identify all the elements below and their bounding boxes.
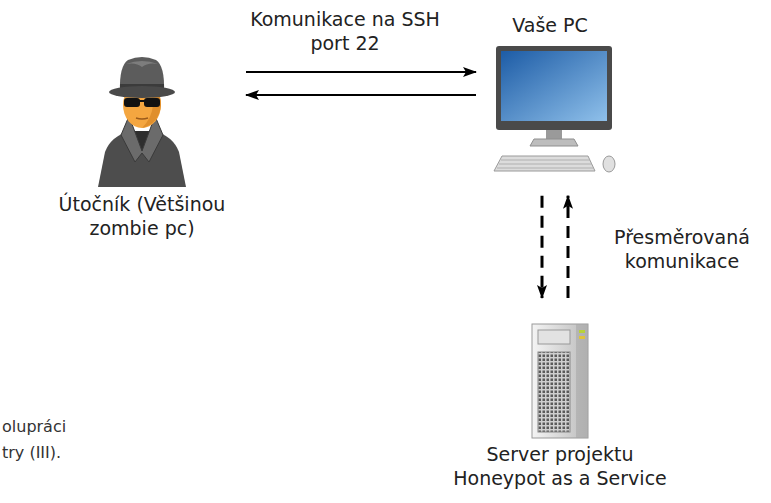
- arrow-line: [246, 94, 476, 96]
- illustration-part: [109, 86, 175, 98]
- connector-label: Komunikace na SSH port 22: [240, 8, 450, 56]
- illustration-part: [138, 100, 146, 102]
- illustration-part: [538, 330, 570, 344]
- illustration-part: [136, 118, 148, 119]
- attacker-icon: [92, 52, 192, 187]
- server-icon: [530, 322, 590, 440]
- node-label: Útočník (Většinou zombie pc): [42, 193, 242, 241]
- illustration-part: [501, 51, 607, 121]
- illustration-part: [532, 324, 588, 438]
- computer-icon: [490, 46, 620, 176]
- cropped-text: olupráci: [2, 417, 66, 436]
- icon-node: Vaše PC: [480, 14, 620, 172]
- illustration-part: [497, 160, 593, 168]
- icon-node: Útočník (Většinou zombie pc): [42, 52, 242, 241]
- cropped-text: try (III).: [2, 443, 61, 462]
- connector-label: Přesměrovaná komunikace: [602, 226, 762, 274]
- icon-space: [445, 322, 675, 443]
- arrow-line: [246, 71, 476, 73]
- illustration-part: [603, 156, 615, 172]
- icon-space: [480, 38, 620, 172]
- node-label: Vaše PC: [480, 14, 620, 38]
- icon-space: [42, 52, 242, 193]
- dashed-arrow: [567, 196, 570, 298]
- node-label: Server projektu Honeypot as a Service: [445, 443, 675, 491]
- icon-node: Server projektu Honeypot as a Service: [445, 322, 675, 491]
- illustration-part: [98, 131, 186, 187]
- illustration-part: [126, 61, 158, 67]
- illustration-part: [576, 324, 588, 438]
- illustration-part: [124, 98, 140, 107]
- illustration-part: [494, 156, 595, 171]
- illustration-part: [144, 98, 160, 107]
- illustration-part: [530, 139, 578, 146]
- illustration-part: [546, 130, 562, 139]
- illustration-part: [538, 352, 570, 432]
- illustration-part: [579, 336, 585, 339]
- dashed-arrow: [541, 196, 544, 298]
- illustration-part: [579, 330, 585, 333]
- illustration-part: [496, 46, 612, 130]
